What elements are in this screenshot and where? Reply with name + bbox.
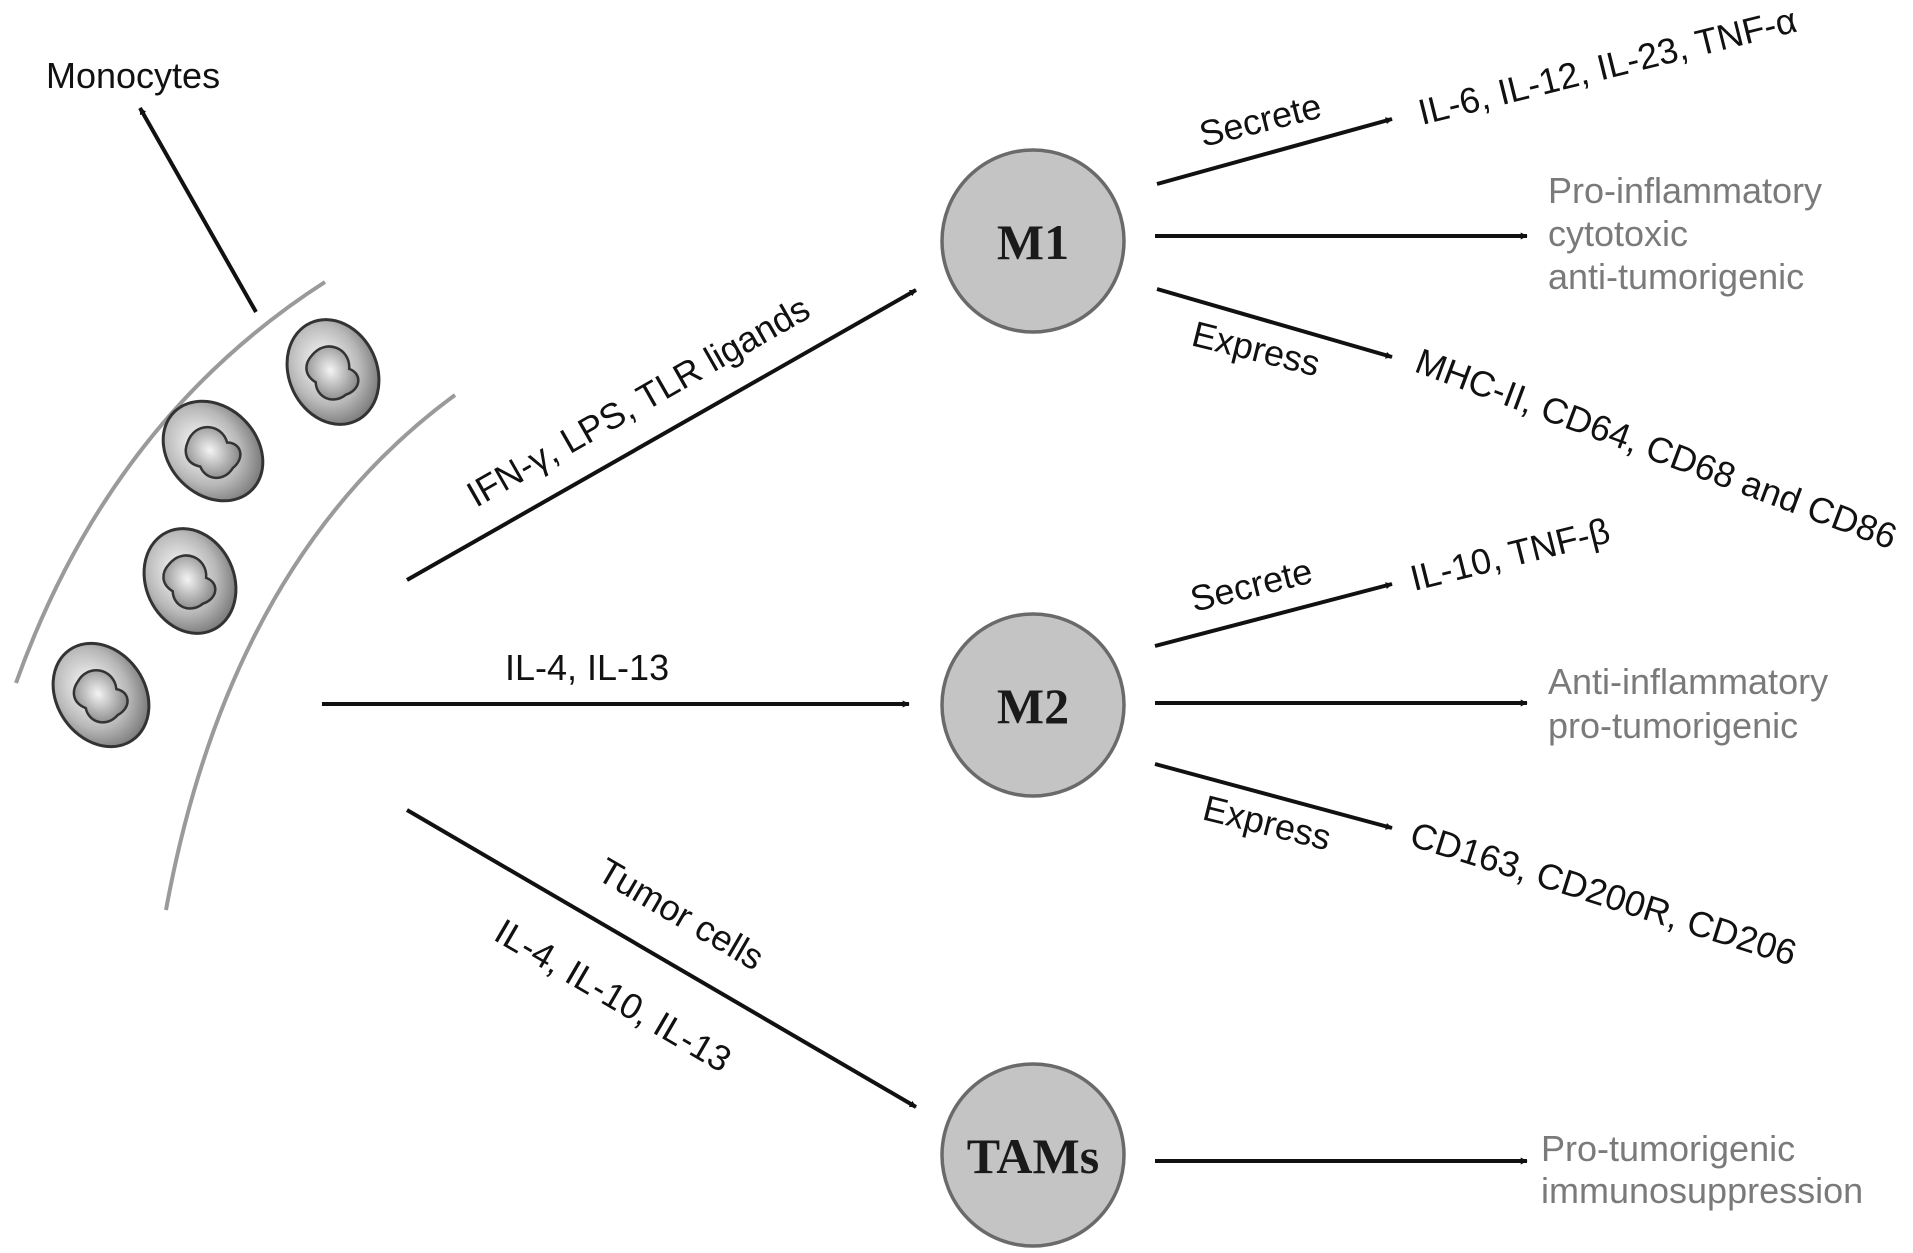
m2-secrete-arrow bbox=[1154, 582, 1393, 648]
m2-express-items: CD163, CD200R, CD206 bbox=[1406, 814, 1802, 974]
monocyte-cell bbox=[285, 318, 381, 426]
m1-express-verb: Express bbox=[1188, 313, 1324, 384]
m2-node bbox=[940, 612, 1126, 798]
m1-express-arrow bbox=[1156, 287, 1393, 359]
vessel-wall-inner bbox=[164, 393, 457, 911]
monocytes-label: Monocytes bbox=[46, 55, 220, 96]
tams-node-label: TAMs bbox=[967, 1128, 1099, 1184]
m2-express-arrow bbox=[1154, 762, 1393, 830]
monocyte-exit-arrow bbox=[138, 107, 258, 313]
tumor-cells-label: Tumor cells bbox=[591, 850, 771, 979]
m2-property-1: Anti-inflammatory bbox=[1548, 661, 1828, 702]
tams-node bbox=[940, 1062, 1126, 1248]
m1-express-items: MHC-II, CD64, CD68 and CD86 bbox=[1410, 340, 1902, 557]
tams-property-2: immunosuppression bbox=[1541, 1170, 1863, 1211]
m1-secrete-items: IL-6, IL-12, IL-23, TNF-α bbox=[1414, 0, 1801, 133]
m1-stimuli-label: IFN-γ, LPS, TLR ligands bbox=[460, 287, 817, 515]
m1-property-3: anti-tumorigenic bbox=[1548, 256, 1804, 297]
m1-property-2: cytotoxic bbox=[1548, 213, 1688, 254]
m2-property-2: pro-tumorigenic bbox=[1548, 705, 1798, 746]
m1-secrete-arrow bbox=[1156, 117, 1393, 186]
m2-node-label: M2 bbox=[997, 678, 1069, 734]
monocyte-cell bbox=[51, 641, 151, 749]
m2-stimuli-label: IL-4, IL-13 bbox=[505, 647, 669, 688]
monocyte-cell bbox=[161, 399, 265, 503]
tams-property-1: Pro-tumorigenic bbox=[1541, 1128, 1795, 1169]
monocyte-cell bbox=[142, 527, 238, 635]
m1-pathway-arrow bbox=[406, 288, 917, 582]
m2-express-verb: Express bbox=[1199, 787, 1335, 858]
m2-secrete-items: IL-10, TNF-β bbox=[1406, 510, 1614, 599]
m1-property-1: Pro-inflammatory bbox=[1548, 170, 1822, 211]
tams-pathway-arrow bbox=[405, 808, 918, 1109]
m1-node-label: M1 bbox=[997, 214, 1069, 270]
m1-node bbox=[940, 148, 1126, 334]
vessel-wall-outer bbox=[14, 280, 327, 684]
